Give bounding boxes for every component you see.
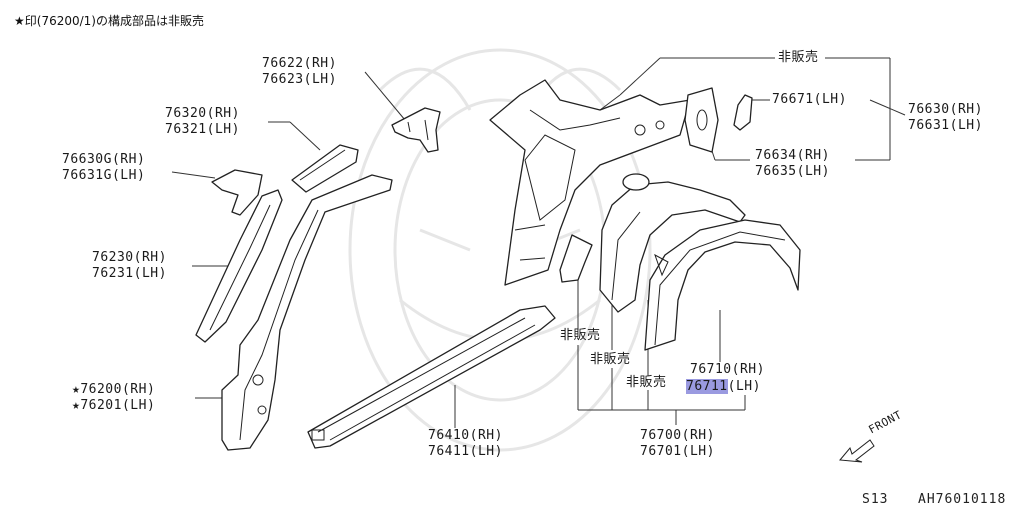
label-76411: 76411(LH) <box>428 444 503 459</box>
not-for-sale-label-3: 非販売 <box>626 375 667 390</box>
part-76700 <box>599 173 746 313</box>
label-76631g: 76631G(LH) <box>62 168 146 183</box>
label-76230: 76230(RH) <box>92 250 167 265</box>
part-76710 <box>644 219 801 351</box>
part-76410 <box>307 305 556 449</box>
label-76634: 76634(RH) <box>755 148 830 163</box>
label-76631: 76631(LH) <box>908 118 983 133</box>
not-for-sale-label-2: 非販売 <box>590 352 631 367</box>
label-76635: 76635(LH) <box>755 164 830 179</box>
part-76622 <box>391 107 441 153</box>
label-76710: 76710(RH) <box>690 362 765 377</box>
label-76321: 76321(LH) <box>165 122 240 137</box>
label-76201: ★76201(LH) <box>72 398 156 413</box>
label-76630: 76630(RH) <box>908 102 983 117</box>
label-76671: 76671(LH) <box>772 92 847 107</box>
diagram-code: AH76010118 <box>918 492 1007 507</box>
model-code: S13 <box>862 492 889 507</box>
part-76230 <box>195 189 283 343</box>
label-76320: 76320(RH) <box>165 106 240 121</box>
part-76200 <box>221 174 393 451</box>
part-76634 <box>684 87 719 153</box>
label-76623: 76623(LH) <box>262 72 337 87</box>
label-76711: 76711(LH) <box>686 379 761 395</box>
label-76622: 76622(RH) <box>262 56 337 71</box>
not-for-sale-label-1: 非販売 <box>560 328 601 343</box>
label-76701: 76701(LH) <box>640 444 715 459</box>
part-76630g <box>211 169 263 216</box>
label-76630g: 76630G(RH) <box>62 152 146 167</box>
highlighted-part-number[interactable]: 76711 <box>686 379 728 394</box>
not-for-sale-label-4: 非販売 <box>778 50 819 65</box>
non-sale-note: ★印(76200/1)の構成部品は非販売 <box>14 14 204 28</box>
part-bracket-small <box>559 234 593 283</box>
part-76320 <box>291 144 359 193</box>
label-76700: 76700(RH) <box>640 428 715 443</box>
part-76671 <box>733 94 753 131</box>
label-76711-side: (LH) <box>727 379 761 394</box>
label-76231: 76231(LH) <box>92 266 167 281</box>
front-arrow-icon <box>839 439 875 463</box>
label-76410: 76410(RH) <box>428 428 503 443</box>
part-quarter-panel <box>489 79 691 286</box>
label-76200: ★76200(RH) <box>72 382 156 397</box>
